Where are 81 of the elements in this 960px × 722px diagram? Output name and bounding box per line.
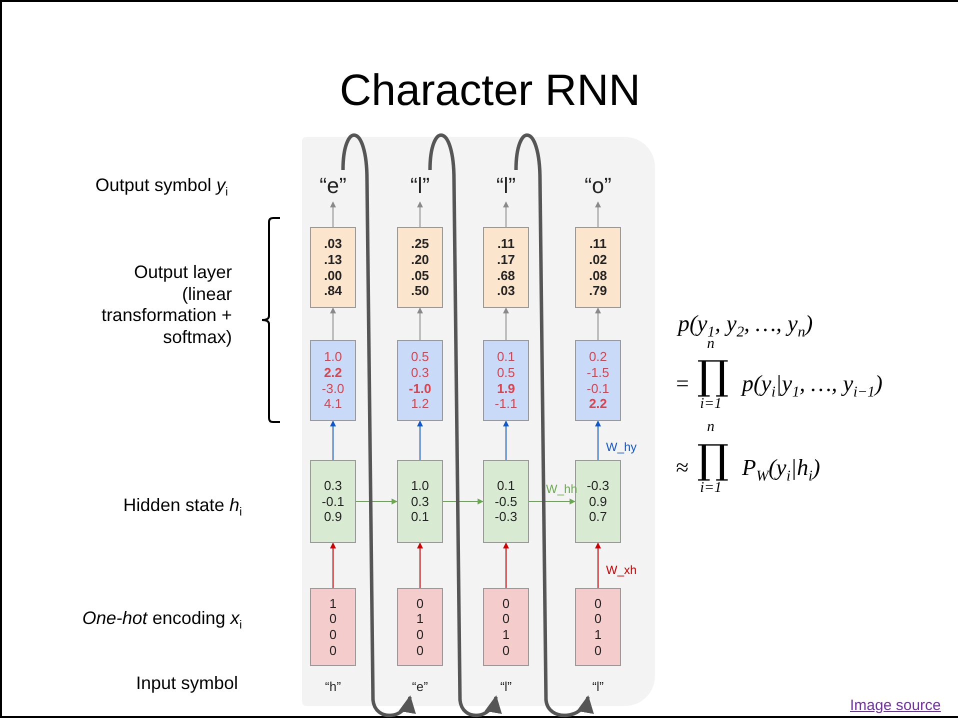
arrow (595, 420, 601, 460)
arrow (356, 498, 398, 504)
product-symbol: ∏ (697, 440, 729, 480)
probability-vector-box (575, 227, 621, 308)
logit-vector-box (575, 340, 621, 421)
hidden-state-box (483, 460, 529, 543)
probability-vector-box (310, 227, 356, 308)
vector-values: 1.0 0.3 0.1 (410, 478, 430, 525)
feedback-arrow (341, 134, 414, 717)
row-label: Hidden state h$_{i}$ (122, 495, 242, 520)
arrow (417, 201, 423, 228)
symbol-text: “h” (325, 678, 341, 694)
arrow (442, 498, 484, 504)
symbol-text: “e” (412, 678, 428, 694)
probability-vector-box (397, 227, 443, 308)
symbol-text: “e” (320, 172, 346, 200)
arrow (417, 542, 423, 588)
one-hot-vector-box (397, 588, 443, 666)
hidden-state-box (397, 460, 443, 543)
symbol-text: “l” (592, 678, 604, 694)
vector-values: 1.0 2.2 -3.0 4.1 (322, 349, 344, 412)
vector-values: 0 0 1 0 (502, 596, 510, 658)
edge-label: W_hh (546, 482, 578, 494)
math-operator: ≈ (676, 454, 689, 482)
title: Character RNN (338, 66, 642, 116)
product-limit: i=1 (700, 481, 722, 496)
vector-values: 0.1 -0.5 -0.3 (494, 478, 518, 525)
one-hot-vector-box (575, 588, 621, 666)
row-label: Input symbol (134, 673, 238, 695)
arrow (528, 498, 576, 504)
equation-term: P$_{W}$(y$_{i}$|h$_{i}$) (742, 454, 820, 487)
arrow (330, 307, 336, 340)
probability-vector-box (483, 227, 529, 308)
vector-values: 0.2 -1.5 -0.1 2.2 (586, 349, 610, 412)
arrow (503, 420, 509, 460)
product-limit: i=1 (700, 397, 722, 412)
vector-values: 0 0 1 0 (594, 596, 602, 658)
hidden-state-box (310, 460, 356, 543)
vector-values: 1 0 0 0 (329, 596, 337, 658)
vector-values: 0.5 0.3 -1.0 1.2 (408, 349, 432, 412)
equation-term: p(y$_{i}$|y$_{1}$, …, y$_{i−1}$) (742, 370, 883, 403)
logit-vector-box (310, 340, 356, 421)
symbol-text: “o” (584, 172, 612, 200)
vector-values: 0 1 0 0 (416, 596, 424, 658)
vector-values: 0.1 0.5 1.9 -1.1 (494, 349, 518, 412)
symbol-text: “l” (496, 172, 516, 200)
feedback-arrow (514, 134, 592, 717)
row-label: One-hot encoding x$_{i}$ (81, 608, 242, 633)
vector-values: .11 .17 .68 .03 (496, 236, 516, 299)
product-limit: n (707, 420, 714, 435)
arrow (595, 542, 601, 588)
logit-vector-box (397, 340, 443, 421)
arrow (330, 542, 336, 588)
arrow (503, 307, 509, 340)
symbol-text: “l” (410, 172, 430, 200)
math-operator: = (676, 370, 689, 398)
arrow (417, 307, 423, 340)
edge-label: W_hy (606, 440, 637, 452)
arrow (330, 201, 336, 228)
arrow (595, 307, 601, 340)
arrow (595, 201, 601, 228)
arrow (417, 420, 423, 460)
logit-vector-box (483, 340, 529, 421)
vector-values: .03 .13 .00 .84 (324, 236, 342, 299)
source-link: Image source (850, 697, 941, 715)
symbol-text: “l” (500, 678, 512, 694)
one-hot-vector-box (310, 588, 356, 666)
row-label: Output symbol y$_{i}$ (94, 175, 228, 200)
vector-values: .25 .20 .05 .50 (410, 236, 430, 299)
product-symbol: ∏ (697, 356, 729, 396)
hidden-state-box (575, 460, 621, 543)
one-hot-vector-box (483, 588, 529, 666)
row-label: Output layer (linear transformation + softmax) (100, 262, 232, 348)
vector-values: -0.3 0.9 0.7 (586, 478, 610, 525)
vector-values: 0.3 -0.1 0.9 (322, 478, 344, 525)
arrow (503, 542, 509, 588)
vector-values: .11 .02 .08 .79 (588, 236, 608, 299)
edge-label: W_xh (606, 564, 637, 576)
feedback-arrow (428, 134, 500, 718)
arrow (330, 420, 336, 460)
arrow (503, 201, 509, 228)
